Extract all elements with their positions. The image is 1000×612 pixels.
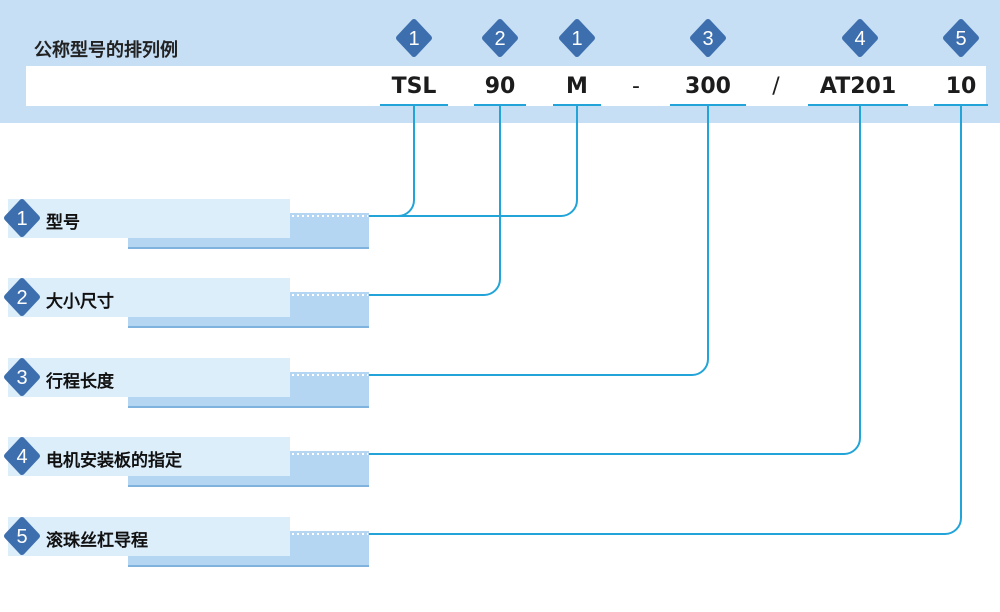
badge-number: 4 xyxy=(854,28,865,50)
code-90: 90 xyxy=(484,74,516,99)
item-label-4: 电机安装板的指定 xyxy=(46,451,182,471)
dotted-leaders xyxy=(292,215,368,535)
connector-line xyxy=(369,106,861,455)
badge-number: 5 xyxy=(16,526,27,548)
connector-line xyxy=(369,106,578,217)
item-label-2: 大小尺寸 xyxy=(46,292,114,312)
code-underline xyxy=(670,104,746,106)
code-at201: AT201 xyxy=(819,74,897,99)
badge-number: 3 xyxy=(702,28,713,50)
diagram-title: 公称型号的排列例 xyxy=(34,40,178,61)
code-underline xyxy=(934,104,988,106)
badge-diamond xyxy=(559,19,595,57)
badge-number: 2 xyxy=(494,28,505,50)
badge-diamond xyxy=(482,19,518,57)
badge-numbers: 1 2 1 3 4 5 1 2 3 4 5 xyxy=(16,28,966,548)
badge-diamond xyxy=(4,199,40,237)
badge-diamond xyxy=(943,19,979,57)
connector-line xyxy=(369,106,501,296)
code-slash: / xyxy=(772,74,780,99)
badge-diamond xyxy=(690,19,726,57)
item-label-3: 行程长度 xyxy=(46,372,114,392)
connector-line xyxy=(369,106,962,535)
code-dash: - xyxy=(632,74,640,99)
badge-diamond xyxy=(4,517,40,555)
badge-number: 5 xyxy=(955,28,966,50)
badge-number: 3 xyxy=(16,367,27,389)
badge-diamond xyxy=(4,278,40,316)
badge-number: 4 xyxy=(16,446,27,468)
connector-lines xyxy=(369,106,962,535)
badge-diamond xyxy=(842,19,878,57)
badge-number: 1 xyxy=(16,208,27,230)
badge-number: 1 xyxy=(408,28,419,50)
badge-number: 1 xyxy=(571,28,582,50)
badge-diamond xyxy=(4,437,40,475)
code-row xyxy=(26,66,986,106)
connector-line xyxy=(369,106,709,376)
badge-diamond xyxy=(396,19,432,57)
code-10: 10 xyxy=(945,74,977,99)
item-label-5: 滚珠丝杠导程 xyxy=(46,531,148,551)
code-underline xyxy=(553,104,601,106)
code-underline xyxy=(474,104,526,106)
code-tsl: TSL xyxy=(391,74,437,99)
item-label-1: 型号 xyxy=(46,213,80,233)
code-m: M xyxy=(566,74,588,99)
badge-diamond xyxy=(4,358,40,396)
code-underline xyxy=(808,104,908,106)
badge-number: 2 xyxy=(16,287,27,309)
connector-line xyxy=(369,106,415,217)
code-underline xyxy=(380,104,448,106)
code-300: 300 xyxy=(685,74,731,99)
